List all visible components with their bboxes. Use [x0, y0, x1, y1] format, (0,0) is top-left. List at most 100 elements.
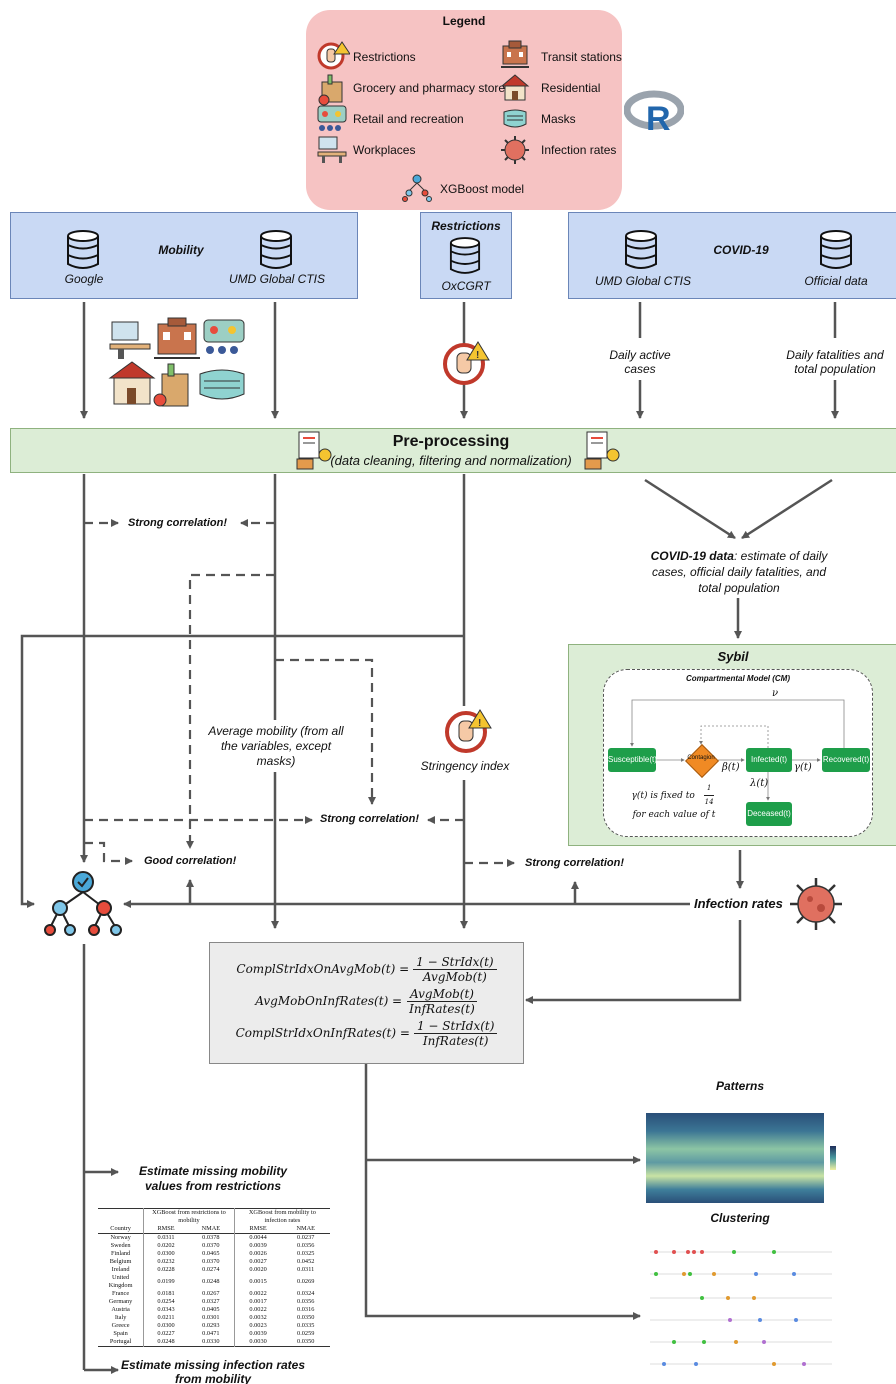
infection-rates-label: Infection rates [694, 896, 783, 911]
cm-arrows [630, 699, 845, 801]
transit-station-icon [501, 40, 529, 68]
metric-cell: 0.0370 [202, 1242, 220, 1249]
clustering-plot [650, 1250, 832, 1366]
legend-panel: Legend Restrictions Grocery and pharmacy… [306, 10, 622, 210]
deceased-node: Deceased(t) [746, 802, 792, 826]
legend-item-masks: Masks [541, 112, 576, 126]
metric-cell: 0.0356 [297, 1298, 315, 1305]
xgboost-model-icon [402, 174, 432, 202]
metric-cell: 0.0199 [143, 1274, 188, 1290]
xgboost-model-icon [44, 871, 122, 936]
legend-item-retail: Retail and recreation [353, 112, 464, 126]
group-restrictions-header: XGBoost from restrictions to mobility [143, 1208, 235, 1225]
formula-1-num: 1 − StrIdx(t) [413, 955, 497, 970]
metric-cell: 0.0356 [297, 1242, 315, 1249]
gamma-note-frac-den: 14 [704, 798, 714, 806]
metric-cell: 0.0330 [202, 1338, 220, 1345]
estimate-mobility-label: Estimate missing mobility values from re… [138, 1164, 288, 1193]
metric-cell: 0.0017 [233, 1298, 282, 1306]
metric-cell: 0.0267 [202, 1290, 220, 1297]
susceptible-node: Susceptible(t) [608, 748, 657, 772]
metric-cell: 0.0350 [297, 1314, 315, 1321]
retail-icon [317, 105, 347, 131]
svg-text:!: ! [476, 350, 479, 361]
official-data-database-icon [820, 230, 852, 269]
sybil-title: Sybil [717, 649, 749, 664]
heatmap-colorbar [830, 1146, 836, 1170]
metric-cell: 0.0022 [233, 1306, 282, 1314]
contagion-node: Contagion [685, 744, 719, 778]
metric-cell: 0.0020 [233, 1266, 282, 1274]
nu-param: ν [772, 688, 779, 699]
metric-cell: 0.0039 [233, 1330, 282, 1338]
metric-cell: 0.0228 [143, 1266, 188, 1274]
group-infection-header: XGBoost from mobility to infection rates [233, 1208, 330, 1225]
metric-cell: 0.0327 [202, 1298, 220, 1305]
lambda-param: λ(t) [750, 778, 769, 789]
clustering-title: Clustering [710, 1211, 770, 1225]
restriction-hand-icon: ! [445, 709, 492, 753]
col-country: Country [110, 1225, 131, 1232]
formula-compl-str-idx-on-inf-rates: ComplStrIdxOnInfRates(t) = 1 − StrIdx(t)… [210, 1017, 523, 1049]
oxcgrt-label: OxCGRT [441, 279, 491, 293]
metric-cell: 0.0015 [233, 1274, 282, 1290]
daily-fatalities-label: Daily fatalities and total population [778, 348, 892, 376]
legend-item-grocery: Grocery and pharmacy stores [353, 81, 512, 95]
metric-cell: 0.0026 [233, 1250, 282, 1258]
metric-cell: 0.0405 [202, 1306, 220, 1313]
virus-icon [790, 878, 842, 930]
svg-text:!: ! [478, 718, 481, 729]
infected-node: Infected(t) [746, 748, 792, 772]
restriction-hand-icon [317, 41, 350, 70]
country-cell: Germany [108, 1298, 133, 1305]
formula-2-num: AvgMob(t) [406, 987, 477, 1002]
formula-avg-mob-on-inf-rates: AvgMobOnInfRates(t) = AvgMob(t)InfRates(… [210, 985, 523, 1017]
metric-cell: 0.0325 [297, 1250, 315, 1257]
good-correlation-label: Good correlation! [144, 855, 237, 867]
patterns-title: Patterns [715, 1079, 765, 1093]
estimate-infection-label: Estimate missing infection rates from mo… [120, 1358, 306, 1384]
formula-3-num: 1 − StrIdx(t) [413, 1019, 498, 1034]
contagion-label: Contagion [687, 755, 715, 761]
google-label: Google [64, 272, 104, 286]
formula-2-den: InfRates(t) [409, 1001, 475, 1016]
col-rmse-2: RMSE [233, 1225, 282, 1234]
gamma-param: γ(t) [794, 762, 812, 773]
metric-cell: 0.0350 [297, 1338, 315, 1345]
mask-icon [199, 369, 245, 400]
patterns-heatmap [646, 1113, 824, 1203]
col-nmae-2: NMAE [296, 1225, 315, 1232]
metric-cell: 0.0293 [202, 1322, 220, 1329]
formula-2-lhs: AvgMobOnInfRates(t) = [255, 994, 403, 1008]
preprocessing-subtitle: (data cleaning, filtering and normalizat… [330, 453, 572, 468]
document-gear-icon [584, 431, 620, 470]
covid-data-rest: : estimate of daily cases, official dail… [651, 549, 828, 595]
country-cell: United Kingdom [108, 1274, 133, 1289]
virus-icon [501, 136, 529, 164]
recovered-node: Recovered(t) [822, 748, 870, 772]
umd-mobility-database-icon [260, 230, 292, 269]
country-cell: Portugal [109, 1338, 132, 1345]
metric-cell: 0.0465 [202, 1250, 220, 1257]
legend-item-workplaces: Workplaces [353, 143, 416, 157]
country-cell: Ireland [111, 1266, 130, 1273]
average-mobility-label: Average mobility (from all the variables… [208, 724, 344, 769]
metric-cell: 0.0370 [202, 1258, 220, 1265]
metric-cell: 0.0248 [202, 1278, 220, 1285]
metric-cell: 0.0211 [143, 1314, 188, 1322]
restrictions-title: Restrictions [431, 219, 501, 233]
metric-cell: 0.0301 [202, 1314, 220, 1321]
grocery-bag-icon [153, 363, 189, 407]
umd-covid-database-icon [625, 230, 657, 269]
metric-cell: 0.0027 [233, 1258, 282, 1266]
official-data-label: Official data [804, 274, 868, 288]
country-cell: Spain [113, 1330, 128, 1337]
sybil-panel: Sybil Compartmental Model (CM) ν Suscept… [568, 644, 896, 846]
metric-cell: 0.0378 [202, 1234, 220, 1241]
